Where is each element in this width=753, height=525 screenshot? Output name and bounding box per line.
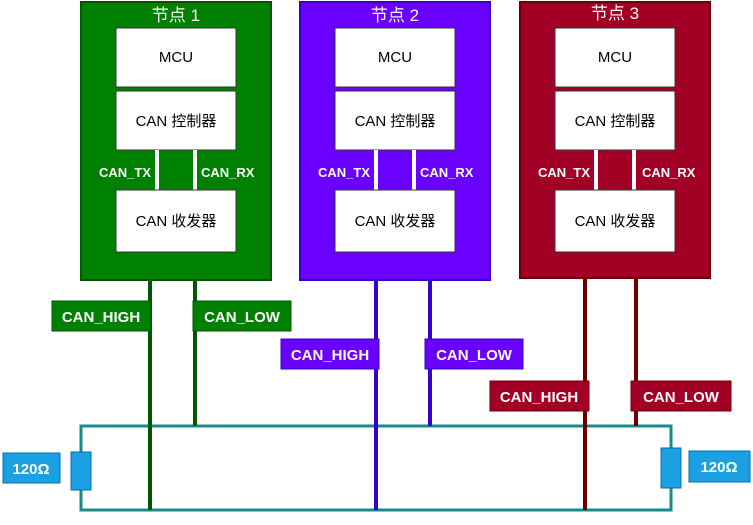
node-2-tx-line	[374, 150, 378, 190]
node-1-rx-line	[193, 150, 197, 190]
node-1-can-low-label: CAN_LOW	[204, 309, 281, 326]
node-2-rx-label: CAN_RX	[420, 165, 474, 180]
node-2-tx-label: CAN_TX	[318, 165, 370, 180]
node-3-mcu-box	[554, 27, 676, 88]
node-3-transceiver-label: CAN 收发器	[575, 213, 656, 230]
node-1-title: 节点 1	[152, 6, 200, 25]
node-2-controller-label: CAN 控制器	[355, 113, 436, 130]
node-2-mcu-box	[334, 27, 456, 88]
resistor-left-badge	[2, 452, 61, 484]
node-1-transceiver-box	[115, 189, 237, 253]
terminator-left: 120Ω	[2, 451, 92, 491]
node-3-tx-line	[594, 150, 598, 190]
node-3-can-high-badge	[489, 380, 590, 412]
node-2-can-high-badge	[280, 338, 380, 370]
node-2-transceiver-box	[334, 189, 456, 253]
node-2-can-low-badge	[424, 338, 524, 370]
node-2: 节点 2 MCU CAN 控制器 CAN_TX CAN_RX CAN 收发器 C…	[280, 1, 524, 510]
resistor-right-badge	[688, 450, 751, 483]
node-1-tx-label: CAN_TX	[99, 165, 151, 180]
node-1-transceiver-label: CAN 收发器	[136, 213, 217, 230]
node-3-can-high-label: CAN_HIGH	[500, 389, 578, 406]
node-3-controller-box	[554, 90, 676, 151]
resistor-right	[660, 447, 682, 489]
node-3-mcu-label: MCU	[598, 49, 632, 66]
resistor-left	[70, 451, 92, 491]
node-1-tx-line	[155, 150, 159, 190]
node-2-can-high-label: CAN_HIGH	[291, 347, 369, 364]
node-1-mcu-label: MCU	[159, 49, 193, 66]
node-2-rx-line	[412, 150, 416, 190]
node-1-can-low-badge	[192, 300, 292, 332]
node-1: 节点 1 MCU CAN 控制器 CAN_TX CAN_RX CAN 收发器 C…	[51, 1, 292, 510]
node-3-rx-label: CAN_RX	[642, 165, 696, 180]
resistor-left-label: 120Ω	[12, 461, 49, 478]
node-1-rx-label: CAN_RX	[201, 165, 255, 180]
node-2-mcu-label: MCU	[378, 49, 412, 66]
node-3-can-low-badge	[630, 380, 732, 412]
node-1-mcu-box	[115, 27, 237, 88]
node-1-controller-label: CAN 控制器	[136, 113, 217, 130]
node-3-low-wire	[634, 278, 638, 426]
node-2-high-wire	[374, 280, 378, 510]
node-2-controller-box	[334, 90, 456, 151]
node-1-controller-box	[115, 90, 237, 151]
terminator-right: 120Ω	[660, 447, 751, 489]
node-3-tx-label: CAN_TX	[538, 165, 590, 180]
node-2-can-low-label: CAN_LOW	[436, 347, 513, 364]
node-3-rx-line	[632, 150, 636, 190]
node-2-title: 节点 2	[371, 6, 419, 25]
node-1-high-wire	[148, 280, 152, 510]
node-3-title: 节点 3	[591, 4, 639, 23]
node-1-low-wire	[193, 280, 197, 426]
node-1-can-high-badge	[51, 300, 152, 332]
resistor-right-label: 120Ω	[700, 459, 737, 476]
node-3-transceiver-box	[554, 189, 676, 253]
node-3-controller-label: CAN 控制器	[575, 113, 656, 130]
node-3-can-low-label: CAN_LOW	[643, 389, 720, 406]
node-3: 节点 3 MCU CAN 控制器 CAN_TX CAN_RX CAN 收发器 C…	[489, 1, 732, 510]
node-1-can-high-label: CAN_HIGH	[62, 309, 140, 326]
node-2-transceiver-label: CAN 收发器	[355, 213, 436, 230]
